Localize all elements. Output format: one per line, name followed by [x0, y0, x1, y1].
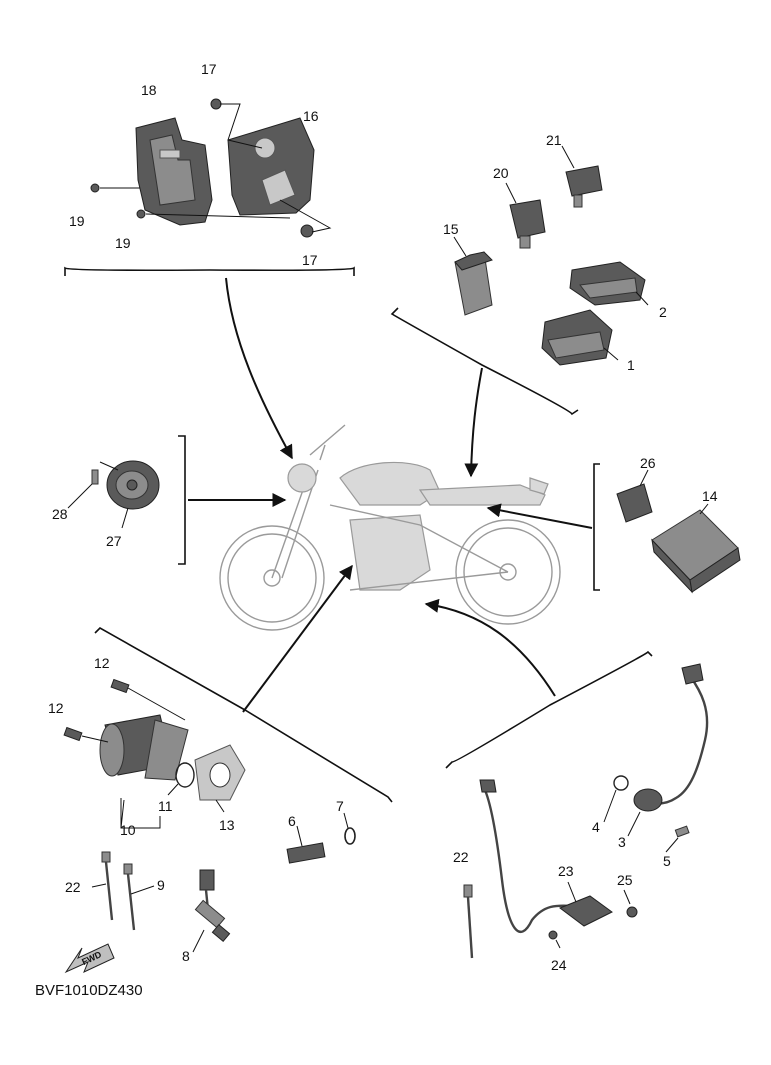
part-18-cover [135, 117, 213, 226]
part-22-band-b [463, 884, 474, 959]
part-15-relay [454, 251, 493, 316]
callout-12-b: 12 [48, 700, 64, 716]
part-28-bolt [91, 469, 99, 485]
callout-3: 3 [618, 834, 626, 850]
callout-23: 23 [558, 863, 574, 879]
callout-14: 14 [702, 488, 718, 504]
part-11-oring [175, 762, 195, 788]
part-17-bolt-b [300, 224, 314, 238]
callout-9: 9 [157, 877, 165, 893]
part-6-sensor [286, 842, 326, 864]
group-bracket-left [178, 435, 186, 565]
part-14-rectifier [651, 509, 741, 594]
part-4-oring [613, 775, 629, 791]
part-5-bolt [674, 825, 690, 838]
part-21-relay [565, 165, 603, 208]
group-bracket-bottom-right [445, 650, 653, 769]
part-9-band [123, 863, 136, 931]
callout-2: 2 [659, 304, 667, 320]
motorcycle [219, 424, 561, 631]
callout-13: 13 [219, 817, 235, 833]
callout-19-b: 19 [115, 235, 131, 251]
callout-7: 7 [336, 798, 344, 814]
part-3-sensor-harness [633, 663, 709, 812]
part-13-gasket [194, 744, 246, 801]
callout-22-a: 22 [65, 879, 81, 895]
callout-8: 8 [182, 948, 190, 964]
group-bracket-bottom-left [94, 626, 393, 803]
part-25-nut [626, 906, 638, 918]
part-19-screw-b [136, 209, 146, 219]
part-16-cover [227, 117, 315, 216]
fwd-arrow: FWD [64, 943, 115, 974]
part-20-relay [509, 199, 546, 249]
part-23-harness [479, 779, 613, 934]
callout-25: 25 [617, 872, 633, 888]
callout-12-a: 12 [94, 655, 110, 671]
callout-17-b: 17 [302, 252, 318, 268]
callout-20: 20 [493, 165, 509, 181]
part-7-washer [344, 827, 356, 845]
part-10-isc-valve [99, 714, 189, 781]
part-19-screw-a [90, 183, 100, 193]
callout-4: 4 [592, 819, 600, 835]
callout-16: 16 [303, 108, 319, 124]
callout-18: 18 [141, 82, 157, 98]
callout-17-a: 17 [201, 61, 217, 77]
group-bracket-top-right [390, 307, 579, 416]
diagram-code: BVF1010DZ430 [35, 982, 143, 999]
callout-5: 5 [663, 853, 671, 869]
part-12-bolt-a [110, 678, 130, 694]
callout-11: 11 [158, 798, 173, 814]
group-bracket-right [593, 463, 600, 591]
callout-15: 15 [443, 221, 459, 237]
group-bracket-top-left [64, 266, 355, 276]
part-12-bolt-b [63, 726, 83, 742]
part-22-band-a [101, 851, 114, 921]
part-26-relay [616, 483, 653, 523]
callout-10: 10 [120, 822, 136, 838]
part-1-ecu [541, 309, 613, 366]
callout-22-b: 22 [453, 849, 469, 865]
callout-19-a: 19 [69, 213, 85, 229]
callout-26: 26 [640, 455, 656, 471]
part-27-horn [106, 460, 160, 510]
callout-24: 24 [551, 957, 567, 973]
part-24-bolt [548, 930, 558, 940]
callout-6: 6 [288, 813, 296, 829]
callout-27: 27 [106, 533, 122, 549]
part-2-ecu [569, 261, 646, 306]
callout-21: 21 [546, 132, 562, 148]
callout-28: 28 [52, 506, 68, 522]
callout-1: 1 [627, 357, 635, 373]
part-8-o2-sensor [194, 869, 231, 943]
part-17-bolt-a [210, 98, 222, 110]
